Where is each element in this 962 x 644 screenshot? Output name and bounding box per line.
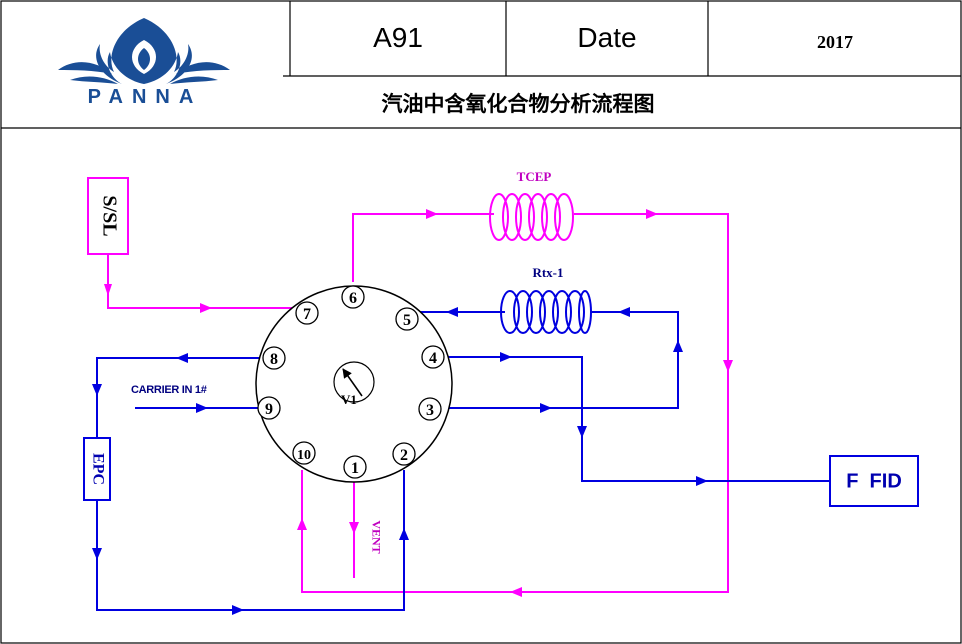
- port-3-label: 3: [426, 402, 434, 419]
- port-4: [421, 345, 445, 369]
- port-9-label: 9: [265, 401, 273, 418]
- magenta-flow-lines: [107, 213, 729, 593]
- blue-flow-lines: [96, 311, 830, 611]
- port-10: [292, 441, 316, 465]
- brand-name: PANNA: [87, 86, 203, 108]
- carrier-label: CARRIER IN 1#: [131, 384, 207, 396]
- port-8: [262, 346, 286, 370]
- rtx-column-coil: [500, 290, 592, 334]
- port-7: [295, 301, 319, 325]
- port-3: [418, 397, 442, 421]
- tcep-label: TCEP: [517, 169, 552, 184]
- port-6-label: 6: [349, 290, 357, 307]
- valve-ports: 1 2 3 4 5 6 7 8 9 10: [257, 285, 445, 479]
- port-5: [395, 307, 419, 331]
- port-2: [392, 442, 416, 466]
- epc-label: EPC: [89, 453, 106, 485]
- port-6: [341, 285, 365, 309]
- panna-logo-icon: [58, 18, 230, 84]
- ssl-inlet-box: [87, 177, 129, 255]
- port-2-label: 2: [400, 447, 408, 464]
- port-5-label: 5: [403, 312, 411, 329]
- port-4-label: 4: [429, 350, 437, 367]
- document-code: A91: [373, 22, 423, 53]
- valve-rotor-pointer: [342, 368, 363, 397]
- ssl-label: S/SL: [98, 195, 120, 236]
- fid-detector-box: [829, 455, 919, 507]
- port-8-label: 8: [270, 351, 278, 368]
- port-1: [343, 455, 367, 479]
- valve-label: V1: [341, 392, 357, 407]
- tcep-column-coil: [489, 193, 574, 241]
- rtx-label: Rtx-1: [532, 265, 563, 280]
- diagram-title: 汽油中含氧化合物分析流程图: [381, 92, 655, 116]
- blue-arrowheads: [92, 307, 708, 615]
- port-10-label: 10: [297, 448, 311, 463]
- vent-label: VENT: [369, 520, 383, 553]
- fid-detector-label: F FID: [846, 470, 902, 492]
- year-value: 2017: [817, 31, 853, 52]
- port-9: [257, 396, 281, 420]
- port-1-label: 1: [351, 460, 359, 477]
- magenta-arrowheads: [104, 209, 733, 597]
- date-label: Date: [577, 22, 637, 53]
- port-7-label: 7: [303, 306, 311, 323]
